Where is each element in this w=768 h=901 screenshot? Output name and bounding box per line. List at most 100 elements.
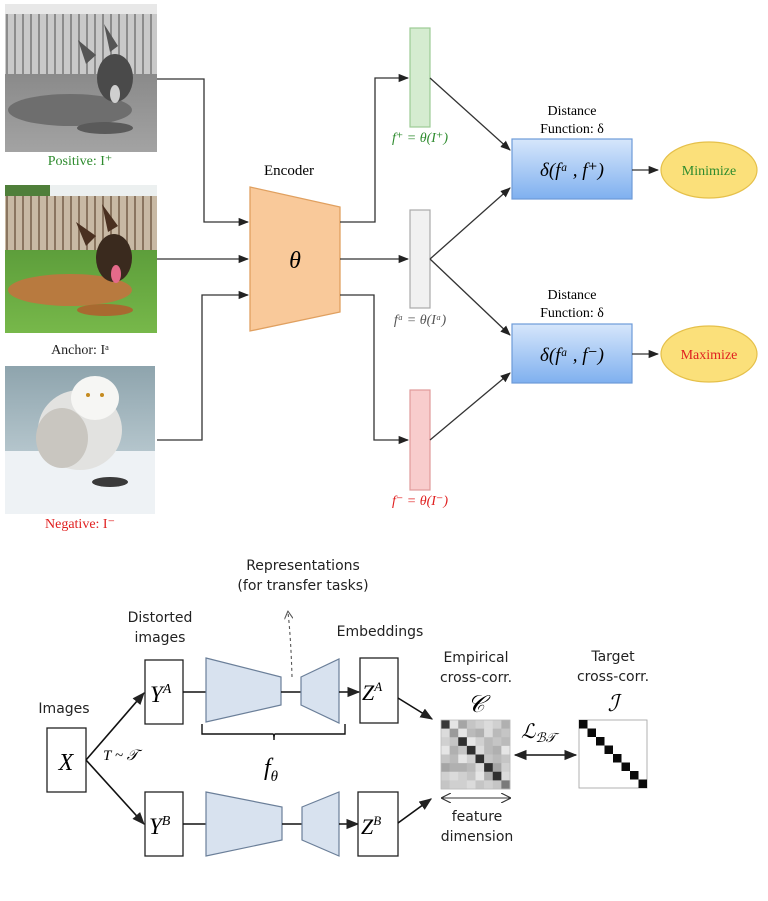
empirical-matrix-cell	[475, 771, 485, 781]
empirical-matrix-cell	[475, 763, 485, 773]
negative-feature-label: f⁻ = θ(I⁻)	[392, 494, 448, 509]
negative-feature-vector	[409, 389, 431, 491]
i-symbol: ℐ	[608, 691, 623, 716]
empirical-matrix-cell	[466, 771, 476, 781]
target-matrix-diagonal-cell	[604, 745, 613, 754]
empirical-matrix-cell	[484, 763, 494, 773]
empirical-matrix-cell	[501, 745, 511, 755]
empirical-matrix-cell	[484, 771, 494, 781]
empirical-matrix-cell	[475, 745, 485, 755]
empirical-matrix-cell	[501, 737, 511, 747]
encoder-to-positive-feature-connector	[340, 73, 410, 223]
empirical-matrix-cell	[492, 754, 502, 764]
f-theta-brace	[201, 724, 346, 741]
encoder-top	[205, 657, 282, 723]
empirical-matrix-cell	[441, 737, 450, 747]
minimize-objective	[660, 141, 758, 199]
empirical-matrix-cell	[484, 754, 494, 764]
empirical-matrix-cell	[466, 745, 476, 755]
feature-dimension-label-line2: dimension	[441, 829, 514, 845]
empirical-matrix-cell	[484, 745, 494, 755]
empirical-matrix-cell	[492, 745, 502, 755]
distance2-caption-line2: Function: δ	[540, 306, 604, 321]
empirical-matrix-cell	[484, 780, 494, 790]
positive-feature-label: f⁺ = θ(I⁺)	[392, 131, 448, 146]
empirical-matrix-cell	[449, 771, 459, 781]
empirical-matrix-cell	[441, 745, 450, 755]
representations-dashed-arrow	[288, 612, 292, 678]
images-label: Images	[38, 701, 89, 717]
empirical-matrix-cell	[501, 771, 511, 781]
target-matrix-diagonal-cell	[596, 737, 605, 746]
empirical-matrix-cell	[449, 780, 459, 790]
representations-label-line2: (for transfer tasks)	[237, 578, 368, 594]
empirical-matrix-border	[440, 719, 511, 790]
zb-to-matrix-arrow	[397, 798, 433, 824]
empirical-matrix-cell	[492, 763, 502, 773]
x-symbol: X	[58, 750, 75, 776]
empirical-matrix-cell	[441, 754, 450, 764]
target-cross-correlation-matrix	[578, 719, 648, 789]
distance2-caption-line1: Distance	[548, 288, 597, 303]
encoder-theta-symbol: θ	[289, 248, 301, 274]
anchor-feature-to-distance1-connector	[429, 187, 511, 260]
empirical-matrix-cell	[475, 737, 485, 747]
yb-symbol: YB	[149, 814, 171, 839]
za-box	[359, 657, 399, 724]
target-matrix-diagonal-cell	[579, 720, 588, 729]
anchor-feature-label: fᵃ = θ(Iᵃ)	[394, 313, 447, 328]
empirical-matrix-cell	[484, 720, 494, 729]
empirical-matrix-cell	[484, 728, 494, 738]
empirical-matrix-cell	[458, 745, 468, 755]
empirical-matrix-cell	[501, 728, 511, 738]
target-matrix-diagonal-cell	[621, 762, 630, 771]
encoder-to-negative-feature-connector	[340, 294, 410, 445]
empirical-matrix-cell	[458, 754, 468, 764]
empirical-matrix-cell	[441, 720, 450, 729]
empirical-matrix-cell	[458, 780, 468, 790]
zb-box	[357, 791, 399, 857]
target-matrix-diagonal-cell	[630, 771, 639, 780]
empirical-matrix-cell	[475, 728, 485, 738]
empirical-matrix-cell	[501, 780, 511, 790]
anchor-feature-to-distance2-connector	[429, 258, 511, 336]
empirical-matrix-cell	[492, 728, 502, 738]
empirical-label-line2: cross-corr.	[440, 670, 512, 686]
empirical-matrix-cell	[441, 780, 450, 790]
empirical-matrix-cell	[492, 737, 502, 747]
distance1-box	[511, 138, 633, 200]
target-label-line2: cross-corr.	[577, 669, 649, 685]
x-to-yb-arrow	[85, 759, 145, 825]
distance2-box	[511, 323, 633, 384]
distance2-formula: δ(fᵃ , f⁻)	[540, 345, 604, 366]
empirical-matrix-cell	[458, 771, 468, 781]
empirical-matrix-cell	[475, 720, 485, 729]
empirical-matrix-cell	[492, 720, 502, 729]
distorted-images-label-line2: images	[135, 630, 186, 646]
x-to-ya-arrow	[85, 692, 145, 761]
empirical-matrix-cell	[492, 780, 502, 790]
distance1-formula: δ(fᵃ , f⁺)	[540, 160, 604, 181]
negative-image	[5, 366, 155, 514]
representations-label-line1: Representations	[246, 558, 360, 574]
x-input-box	[46, 727, 87, 793]
empirical-matrix-cell	[458, 728, 468, 738]
empirical-matrix-cell	[441, 728, 450, 738]
empirical-matrix-cell	[475, 780, 485, 790]
anchor-label: Anchor: Iᵃ	[51, 343, 109, 358]
embeddings-label: Embeddings	[337, 624, 424, 640]
feature-dimension-label-line1: feature	[452, 809, 503, 825]
transform-label: T ~ 𝒯	[103, 748, 143, 764]
anchor-feature-vector	[409, 209, 431, 309]
f-theta-symbol: fθ	[264, 755, 279, 785]
positive-to-encoder-connector	[157, 78, 250, 227]
encoder-label: Encoder	[264, 163, 314, 179]
encoder-bottom	[205, 791, 283, 857]
ya-box	[144, 659, 184, 725]
maximize-label: Maximize	[681, 348, 738, 363]
distance1-caption-line1: Distance	[548, 104, 597, 119]
empirical-matrix-cell	[466, 720, 476, 729]
empirical-matrix-cell	[466, 754, 476, 764]
projector-bottom	[301, 791, 340, 857]
empirical-matrix-cell	[501, 720, 511, 729]
